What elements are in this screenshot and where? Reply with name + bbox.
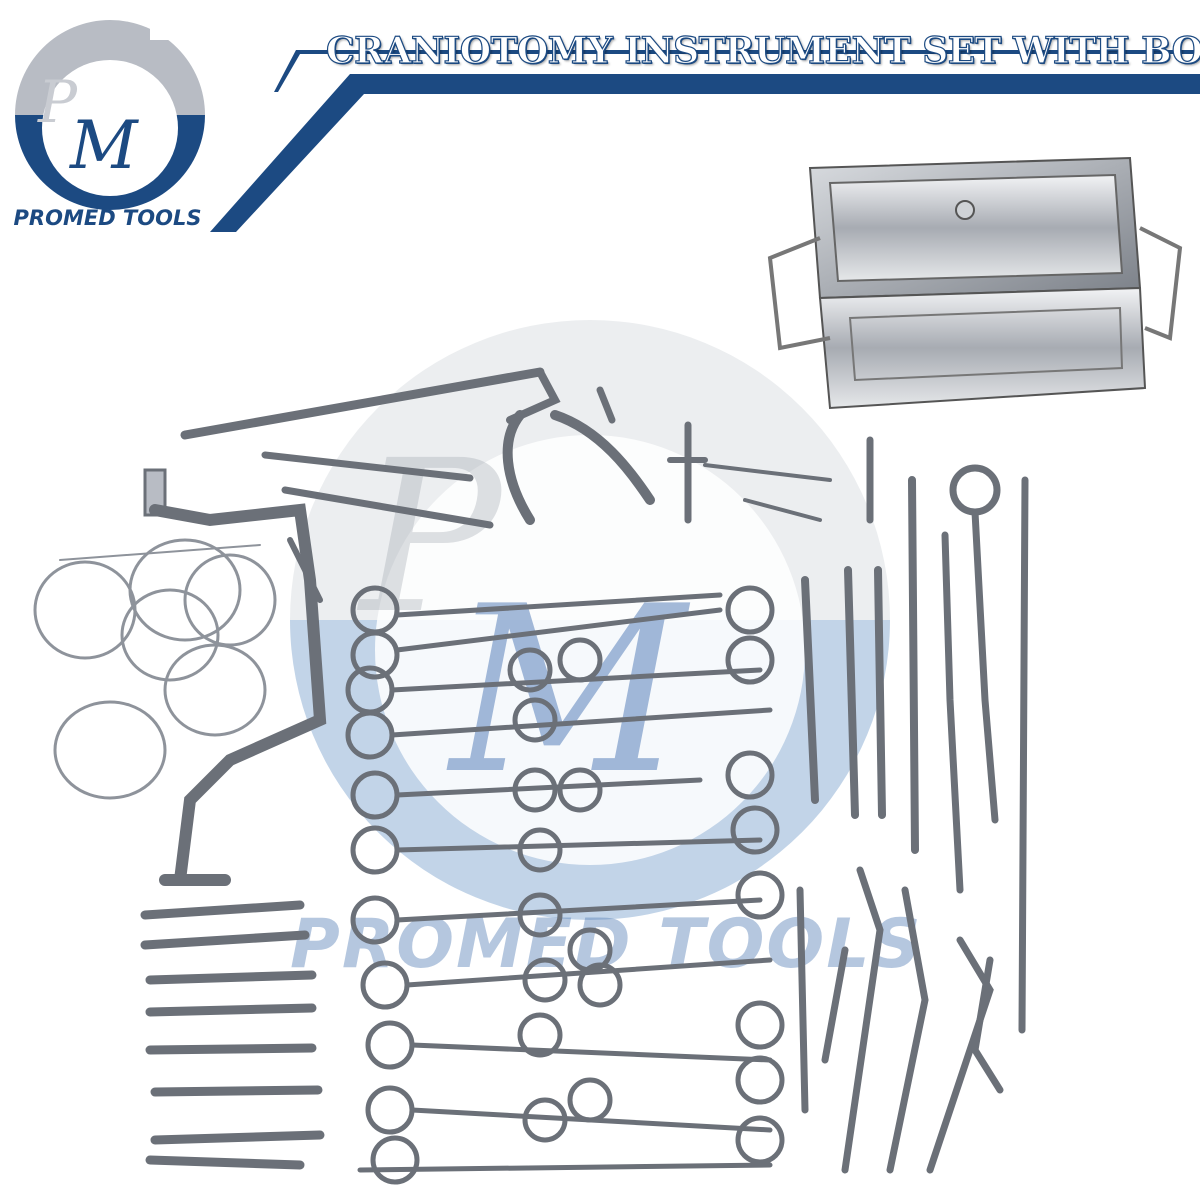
hand-drill-icon [143,468,327,886]
tissue-forceps-icon [261,451,494,529]
dissector-icon [801,476,919,854]
page-title: CRANIOTOMY INSTRUMENT SET WITH BOX [325,29,1200,72]
header-band [210,50,1200,232]
instruments-group [33,367,1029,1185]
pm-circle-logo-icon: P M [15,10,210,210]
drill-burr-icon [140,900,325,1170]
hemostat-forceps-icon [345,585,785,1185]
instrument-box-icon [767,156,1183,410]
t-handle-icon [667,421,874,524]
brand-name: PROMED TOOLS [13,206,202,230]
logo-letter-p: P [37,68,78,136]
retractor-icon [941,464,1029,1034]
gigli-saw-wire-icon [33,538,277,800]
rongeur-icon [180,367,655,525]
bone-rongeur-icon [796,866,1004,1174]
logo-letter-m: M [69,107,139,184]
